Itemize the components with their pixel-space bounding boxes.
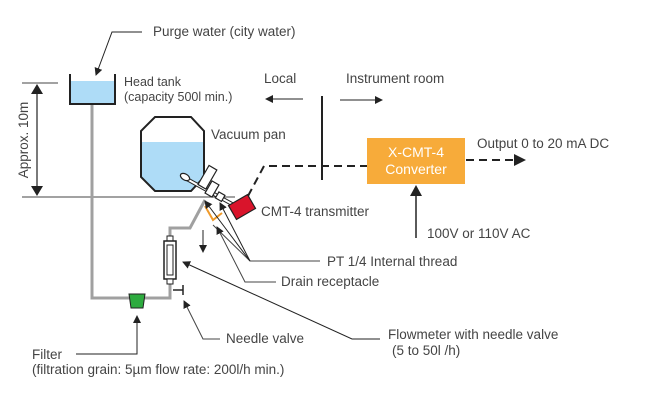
power-arrow-icon (410, 185, 422, 196)
flowmeter-range-label: (5 to 50l /h) (392, 343, 460, 358)
vacuum-pan (140, 116, 205, 192)
purge-water-leader (94, 31, 142, 76)
signal-cable (247, 165, 368, 197)
pt-thread-leader (212, 224, 320, 262)
cmt4-transmitter (227, 193, 257, 221)
filter (128, 293, 146, 309)
needle-valve-label: Needle valve (226, 331, 304, 346)
pt-thread-label: PT 1/4 Internal thread (327, 254, 457, 269)
pt-thread-arrow2-icon (219, 202, 251, 262)
needle-valve-leader (183, 300, 220, 340)
flowmeter-leader (182, 261, 380, 340)
height-label: Approx. 10m (16, 102, 31, 179)
transmitter-label: CMT-4 transmitter (261, 204, 370, 219)
purge-water-label: Purge water (city water) (153, 24, 296, 39)
drain-receptacle-leader (216, 226, 276, 283)
converter-model-label: X-CMT-4 (388, 144, 444, 160)
instrument-room-label: Instrument room (346, 71, 444, 86)
vacuum-pan-label: Vacuum pan (211, 127, 286, 142)
output-arrow-icon (514, 154, 526, 166)
local-label: Local (264, 71, 296, 86)
filter-label: Filter (32, 347, 63, 362)
output-label: Output 0 to 20 mA DC (477, 136, 609, 151)
flowmeter-label: Flowmeter with needle valve (388, 327, 558, 342)
purge-piping (90, 104, 207, 300)
converter-type-label: Converter (385, 161, 447, 177)
filter-leader (76, 315, 141, 355)
head-tank (69, 74, 116, 105)
x-cmt4-converter (367, 138, 465, 184)
drain-receptacle (204, 205, 223, 222)
power-label: 100V or 110V AC (427, 226, 531, 241)
probe-assembly (179, 164, 233, 206)
height-dimension: Approx. 10m (16, 82, 235, 198)
dimension-arrow-up-icon (31, 84, 43, 94)
dimension-arrow-down-icon (31, 186, 43, 196)
head-tank-label: Head tank (124, 75, 182, 89)
head-tank-capacity-label: (capacity 500l min.) (124, 90, 232, 104)
filter-spec-label: (filtration grain: 5µm flow rate: 200l/h… (32, 362, 284, 377)
needle-valve (173, 285, 184, 295)
flowmeter (163, 235, 177, 285)
drain-receptacle-label: Drain receptacle (281, 274, 379, 289)
pt-thread-arrow-icon (204, 200, 251, 262)
